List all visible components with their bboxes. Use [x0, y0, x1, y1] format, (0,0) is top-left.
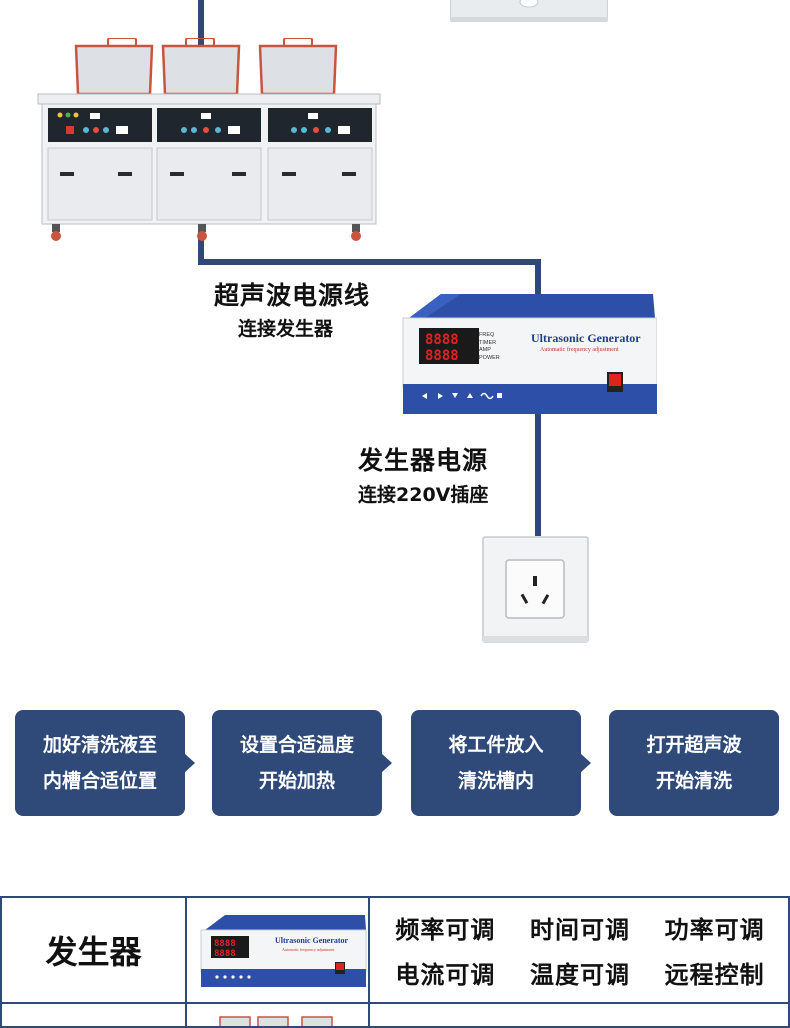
power-caption-subtitle: 连接220V插座 — [358, 484, 489, 506]
arrow-right-icon — [580, 753, 591, 773]
feature-item: 电流可调 — [395, 961, 496, 989]
feature-item: 温度可调 — [529, 961, 630, 989]
generator-label: 发生器 — [45, 933, 142, 971]
top-device-edge — [450, 0, 608, 22]
step-text: 清洗槽内 — [457, 770, 534, 792]
table-row-label-cell: 发生器 — [2, 898, 185, 1002]
indicator-label: AMP — [479, 347, 491, 353]
step-text: 加好清洗液至 — [42, 734, 157, 756]
step-card-1: 加好清洗液至 内槽合适位置 — [15, 710, 195, 816]
generator-tagline: Automatic frequency adjustment — [540, 347, 619, 353]
generator-thumbnail: 8888 8888 Ultrasonic Generator Automatic… — [199, 914, 367, 988]
table-divider — [185, 898, 187, 1026]
cleaner-thumbnail — [216, 1014, 336, 1026]
spec-table: 发生器 8888 8888 Ultrasonic Generator Autom… — [0, 896, 790, 1028]
step-text: 内槽合适位置 — [42, 770, 157, 792]
indicator-label: FREQ — [479, 332, 495, 338]
wall-socket — [482, 536, 589, 643]
step-card-3: 将工件放入 清洗槽内 — [411, 710, 591, 816]
svg-text:8888: 8888 — [214, 939, 236, 949]
power-caption-title: 发生器电源 — [358, 446, 489, 475]
thumbnail-brand: Ultrasonic Generator — [275, 936, 349, 945]
thumbnail-tagline: Automatic frequency adjustment — [282, 947, 335, 952]
feature-item: 功率可调 — [664, 916, 765, 944]
step-text: 设置合适温度 — [239, 734, 354, 756]
step-text: 打开超声波 — [646, 734, 742, 756]
step-text: 开始加热 — [258, 770, 335, 792]
feature-item: 频率可调 — [395, 916, 496, 944]
table-divider — [368, 898, 370, 1026]
cable-caption-title: 超声波电源线 — [214, 281, 371, 310]
step-text: 将工件放入 — [448, 734, 544, 756]
cable-caption-subtitle: 连接发生器 — [238, 318, 334, 340]
feature-item: 时间可调 — [529, 916, 630, 944]
svg-text:8888: 8888 — [214, 949, 236, 959]
indicator-labels: FREQ TIMER AMP POWER — [479, 332, 503, 362]
ultrasonic-cleaner-tanks — [36, 38, 382, 243]
feature-item: 远程控制 — [664, 961, 765, 989]
arrow-right-icon — [381, 753, 392, 773]
indicator-label: POWER — [479, 354, 500, 361]
table-divider — [2, 1002, 788, 1004]
step-text: 开始清洗 — [655, 770, 732, 792]
svg-text:8888: 8888 — [425, 348, 459, 364]
arrow-right-icon — [184, 753, 195, 773]
indicator-label: TIMER — [479, 339, 497, 346]
ultrasonic-generator: 8888 8888 FREQ TIMER AMP POWER Ultrasoni… — [401, 292, 657, 416]
generator-brand: Ultrasonic Generator — [531, 331, 641, 345]
step-card-4: 打开超声波 开始清洗 — [609, 710, 779, 816]
svg-text:8888: 8888 — [425, 332, 459, 348]
step-card-2: 设置合适温度 开始加热 — [212, 710, 392, 816]
features-cell: 频率可调 时间可调 功率可调 电流可调 温度可调 远程控制 — [370, 898, 788, 1002]
